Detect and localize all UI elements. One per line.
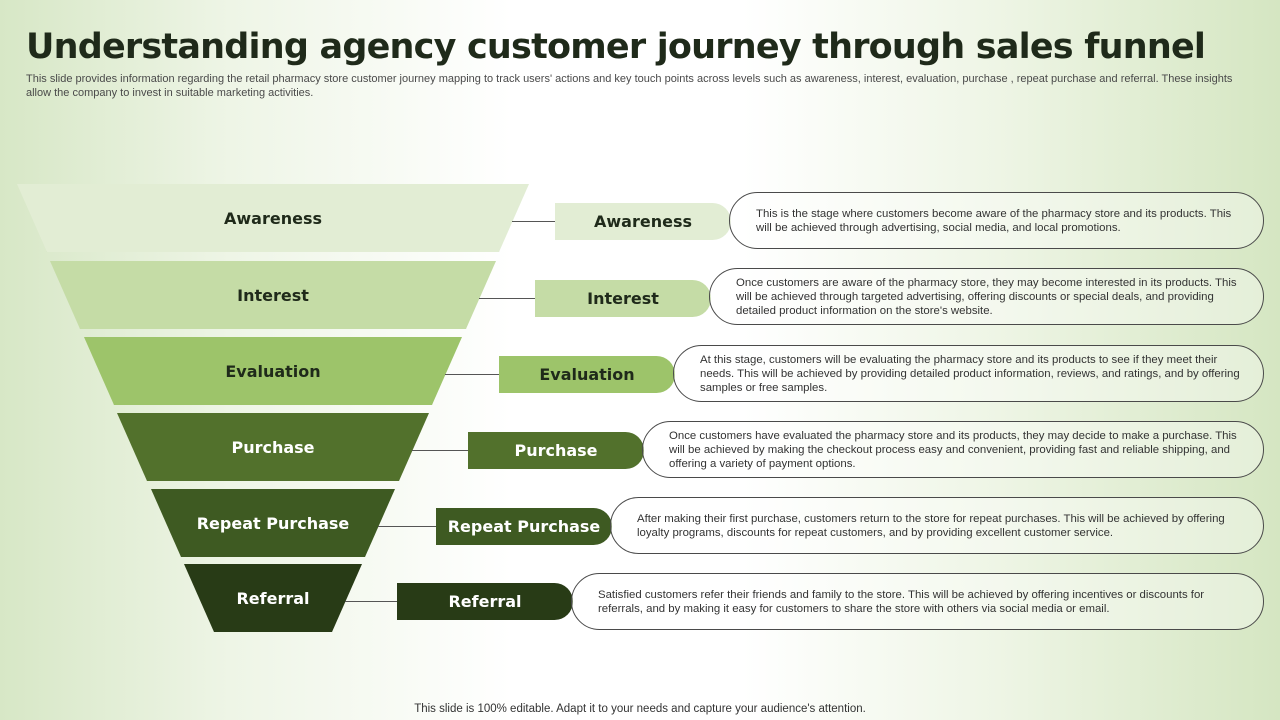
funnel-layer-repeat-purchase: Repeat Purchase (151, 489, 395, 557)
slide-subtitle: This slide provides information regardin… (26, 73, 1233, 99)
connector-line-repeat-purchase (378, 526, 436, 527)
footer-note: This slide is 100% editable. Adapt it to… (414, 703, 866, 715)
connector-line-awareness (512, 221, 555, 222)
stage-description-awareness: This is the stage where customers become… (729, 192, 1264, 249)
funnel-layer-referral: Referral (184, 564, 362, 632)
funnel-layer-purchase: Purchase (117, 413, 429, 481)
connector-line-referral (345, 601, 397, 602)
stage-description-text: This is the stage where customers become… (756, 207, 1232, 234)
stage-description-text: Once customers have evaluated the pharma… (669, 429, 1237, 470)
funnel-layer-label: Evaluation (225, 361, 321, 381)
funnel-layer-awareness: Awareness (17, 184, 529, 252)
stage-description-evaluation: At this stage, customers will be evaluat… (673, 345, 1264, 402)
stage-pill-evaluation: Evaluation (499, 356, 675, 393)
funnel-layer-label: Repeat Purchase (196, 513, 350, 533)
funnel-layer-evaluation: Evaluation (84, 337, 462, 405)
connector-line-evaluation (445, 374, 499, 375)
stage-description-text: Satisfied customers refer their friends … (598, 588, 1205, 615)
funnel-layer-label: Interest (237, 285, 309, 305)
stage-description-repeat-purchase: After making their first purchase, custo… (610, 497, 1264, 554)
funnel-layer-label: Purchase (231, 437, 315, 457)
stage-description-text: At this stage, customers will be evaluat… (700, 353, 1240, 394)
stage-description-purchase: Once customers have evaluated the pharma… (642, 421, 1264, 478)
stage-description-text: After making their first purchase, custo… (637, 512, 1225, 539)
stage-pill-awareness: Awareness (555, 203, 731, 240)
stage-pill-referral: Referral (397, 583, 573, 620)
connector-line-purchase (412, 450, 468, 451)
stage-pill-interest: Interest (535, 280, 711, 317)
funnel-layer-label: Referral (236, 588, 310, 608)
stage-pill-repeat-purchase: Repeat Purchase (436, 508, 612, 545)
connector-line-interest (479, 298, 535, 299)
stage-description-interest: Once customers are aware of the pharmacy… (709, 268, 1264, 325)
funnel-layer-label: Awareness (224, 208, 322, 228)
slide-title: Understanding agency customer journey th… (26, 27, 1206, 67)
stage-description-text: Once customers are aware of the pharmacy… (736, 276, 1237, 317)
funnel-layer-interest: Interest (50, 261, 496, 329)
stage-description-referral: Satisfied customers refer their friends … (571, 573, 1264, 630)
stage-pill-purchase: Purchase (468, 432, 644, 469)
